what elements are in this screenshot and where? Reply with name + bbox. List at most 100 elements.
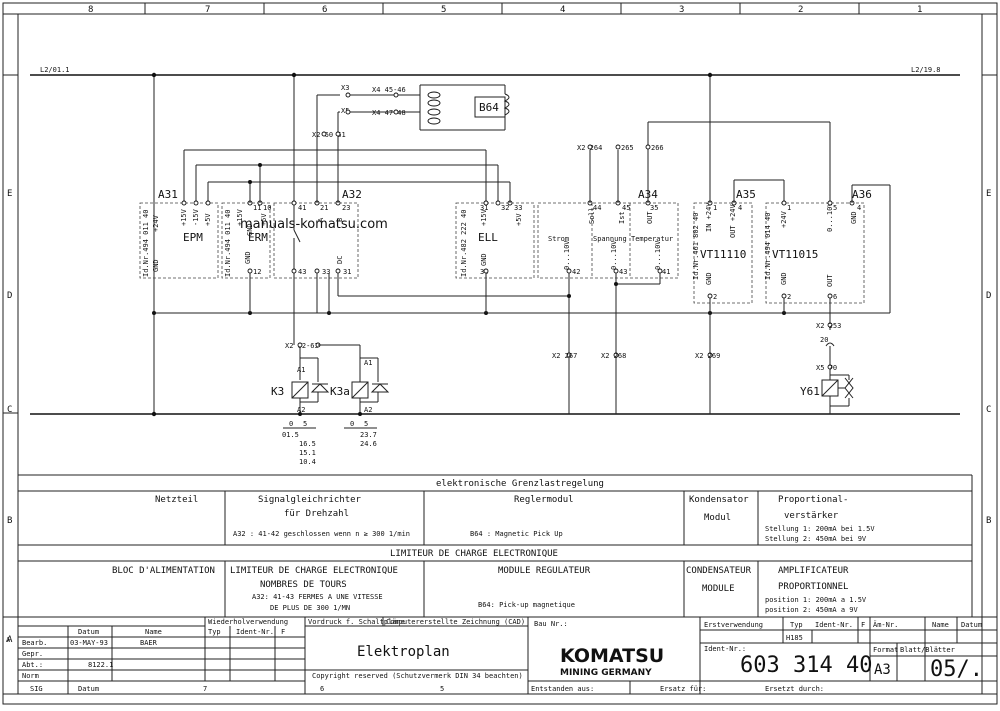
tb-aen: Äm-Nr. xyxy=(873,620,898,629)
bottom-col-6: 6 xyxy=(320,685,324,693)
de-prop2: verstärker xyxy=(784,511,839,521)
erm-pin-gnd2: GND xyxy=(244,251,252,264)
a32-pin-23: 23 xyxy=(342,204,350,212)
a34-out: OUT xyxy=(646,211,654,224)
col-6: 6 xyxy=(322,5,327,15)
row-A-left: A xyxy=(7,635,13,645)
fr-lim1: LIMITEUR DE CHARGE ELECTRONIQUE xyxy=(230,566,398,576)
tb-bearb: Bearb. xyxy=(22,639,47,647)
erm-pin-15v: +15V xyxy=(236,208,244,226)
row-B-right: B xyxy=(986,516,991,526)
conn-x5: X5 xyxy=(341,107,349,115)
tb-copyright: Copyright reserved (Schutzvermerk DIN 34… xyxy=(312,672,523,680)
b64-pickup-sensor: B64 xyxy=(419,84,510,131)
fr-lim-note1: A32: 41-43 FERMES A UNE VITESSE xyxy=(252,593,383,601)
a34-pin-43: 43 xyxy=(619,268,627,276)
a32-pin-31: 31 xyxy=(343,268,351,276)
fr-cond1: CONDENSATEUR xyxy=(686,566,752,576)
valve-y61: Y61 xyxy=(800,374,854,414)
ell-pin-5v: +5V xyxy=(515,213,523,226)
a36-tag: A36 xyxy=(852,188,872,201)
a36-pin-5: 5 xyxy=(833,204,837,212)
a35-id: Id.Nr.461 802 40 xyxy=(692,213,700,280)
tb-datum2: Datum xyxy=(961,621,982,629)
conn-265: 265 xyxy=(621,144,634,152)
a31-name: EPM xyxy=(183,231,203,244)
a36-pin-gnd-bottom: GND xyxy=(780,272,788,285)
tb-sig: SIG xyxy=(30,685,43,693)
tb-col-name: Name xyxy=(145,628,162,636)
k3-col0: 0 xyxy=(289,420,293,428)
a34-pin-41: 41 xyxy=(662,268,670,276)
a31-tag: A31 xyxy=(158,188,178,201)
module-a32: A32 21 23 43 33 31 41 A B DC xyxy=(273,188,362,279)
ref-left: L2/01.1 xyxy=(40,66,70,74)
tb-bearb-date: 03-MAY-93 xyxy=(70,639,108,647)
tb-ident-label: Ident-Nr.: xyxy=(704,645,746,653)
tb-typ2: Typ xyxy=(790,621,803,629)
tb-ersatz: Ersatz für: xyxy=(660,685,706,693)
col-4: 4 xyxy=(560,5,565,15)
a32-pin-41: 41 xyxy=(298,204,306,212)
tb-bau: Bau Nr.: xyxy=(534,620,568,628)
conn-x4-45-46: X4 45-46 xyxy=(372,86,406,94)
a32-pin-33: 33 xyxy=(322,268,330,276)
tb-ident: Ident-Nr. xyxy=(236,628,274,636)
row-letters: E E D D C C B B A xyxy=(3,74,997,645)
a32-label-b: B xyxy=(336,218,344,222)
col-3: 3 xyxy=(679,5,684,15)
fr-amp2: PROPORTIONNEL xyxy=(778,582,848,592)
a34-col-strom: Strom xyxy=(548,235,569,243)
row-E-left: E xyxy=(7,189,12,199)
conn-x2-269: X2 269 xyxy=(695,352,720,360)
function-table: elektronische Grenzlastregelung Netzteil… xyxy=(18,474,973,618)
tb-main-title: Elektroplan xyxy=(357,644,450,660)
relay-k3: X2 62-63 A1 K3 A2 0 5 01.5 16.5 15.1 10.… xyxy=(271,342,330,466)
module-a36: A36 VT11015 Id.Nr.494 014 40 +24V 0...10… xyxy=(764,188,872,304)
a31-pin-24v: +24V xyxy=(152,214,160,232)
a31-pin-minus15v: -15V xyxy=(192,208,200,226)
fr-amp-note1: position 1: 200mA a 1.5V xyxy=(765,596,867,604)
col-7: 7 xyxy=(205,5,210,15)
a34-pin-44: 44 xyxy=(593,204,601,212)
row-C-left: C xyxy=(7,405,12,415)
b64-label: B64 xyxy=(479,101,499,114)
k3a-label: K3a xyxy=(330,385,350,398)
tb-wiederhol: Wiederholverwendung xyxy=(208,618,288,626)
de-regler-note: B64 : Magnetic Pick Up xyxy=(470,530,563,538)
bottom-col-7: 7 xyxy=(203,685,207,693)
tb-blatt-val: 05/. xyxy=(930,657,983,682)
k3-contact-3: 15.1 xyxy=(299,449,316,457)
ell-name: ELL xyxy=(478,231,498,244)
a32-tag: A32 xyxy=(342,188,362,201)
k3a-col0: 0 xyxy=(350,420,354,428)
a36-pin-0-10v: 0...10V xyxy=(826,202,834,232)
tb-f2: F xyxy=(861,621,865,629)
a36-pin-1: 1 xyxy=(787,204,791,212)
de-signal2: für Drehzahl xyxy=(284,509,349,519)
komatsu-logo: KOMATSU xyxy=(560,645,664,667)
tb-bearb-name: BAER xyxy=(140,639,158,647)
k3-label: K3 xyxy=(271,385,284,398)
a31-pin-gnd: GND xyxy=(152,259,160,272)
fr-amp1: AMPLIFICATEUR xyxy=(778,566,849,576)
a35-pin-out: OUT +24V xyxy=(729,203,737,238)
fr-mod-note: B64: Pick-up magnetique xyxy=(478,601,575,609)
de-signal-note: A32 : 41-42 geschlossen wenn n ≥ 300 1/m… xyxy=(233,530,410,538)
tb-computer: Computererstellte Zeichnung (CAD) xyxy=(386,618,525,626)
a36-pin-6: 6 xyxy=(833,293,837,301)
a36-pin-24v: +24V xyxy=(780,210,788,228)
k3a-contact-2: 24.6 xyxy=(360,440,377,448)
column-numbers-top: 8 7 6 5 4 3 2 1 xyxy=(88,3,922,15)
a36-pin-2: 2 xyxy=(787,293,791,301)
conn-x2-60-61: X2 60 61 xyxy=(312,131,346,139)
col-5: 5 xyxy=(441,5,446,15)
de-kond2: Modul xyxy=(704,513,731,523)
row-E-right: E xyxy=(986,189,991,199)
k3a-contact-1: 23.7 xyxy=(360,431,377,439)
erm-pin-5v: +5V xyxy=(260,213,268,226)
conn-x2-253: X2 253 xyxy=(816,322,841,330)
fr-lim2: NOMBRES DE TOURS xyxy=(260,580,347,590)
